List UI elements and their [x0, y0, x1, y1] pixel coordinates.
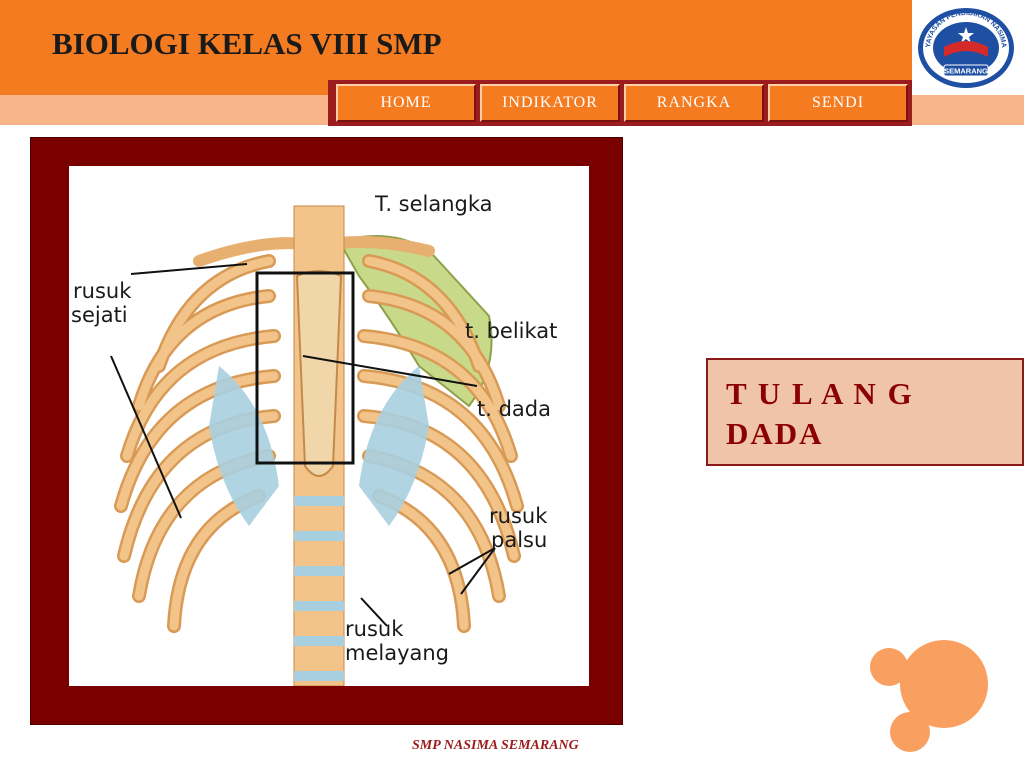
sternum-shape — [295, 270, 343, 477]
label-rusuk-sejati-2: sejati — [71, 303, 128, 327]
label-rusuk-melayang-2: melayang — [345, 641, 449, 665]
label-rusuk-melayang-1: rusuk — [345, 617, 404, 641]
topic-label-box: T U L A N G DADA — [706, 358, 1024, 466]
figure-frame: T. selangka rusuk sejati t. belikat t. d… — [30, 137, 623, 725]
footer-school-name: SMP NASIMA SEMARANG — [412, 738, 579, 753]
cartilage-right — [359, 366, 429, 526]
nav-indikator-button[interactable]: INDIKATOR — [480, 84, 620, 122]
rib-cage-illustration: T. selangka rusuk sejati t. belikat t. d… — [69, 166, 589, 686]
school-logo-icon: YAYASAN PENDIDIKAN NASIMA SEMARANG — [918, 8, 1014, 88]
logo-city-text: SEMARANG — [944, 67, 988, 76]
topic-label: T U L A N G DADA — [726, 376, 914, 451]
label-t-dada: t. dada — [477, 397, 551, 421]
sternum-highlight-box — [255, 271, 355, 465]
label-t-selangka: T. selangka — [374, 192, 493, 216]
cartilage-left — [209, 366, 279, 526]
nav-bar: HOME INDIKATOR RANGKA SENDI — [328, 80, 912, 126]
label-rusuk-palsu-1: rusuk — [489, 504, 548, 528]
decor-circle-bottom — [890, 712, 930, 752]
nav-home-button[interactable]: HOME — [336, 84, 476, 122]
label-t-belikat: t. belikat — [465, 319, 557, 343]
nav-rangka-button[interactable]: RANGKA — [624, 84, 764, 122]
header-bar — [0, 0, 912, 95]
page-title: BIOLOGI KELAS VIII SMP — [52, 26, 442, 61]
label-rusuk-sejati-1: rusuk — [73, 279, 132, 303]
nav-sendi-button[interactable]: SENDI — [768, 84, 908, 122]
label-rusuk-palsu-2: palsu — [491, 528, 547, 552]
